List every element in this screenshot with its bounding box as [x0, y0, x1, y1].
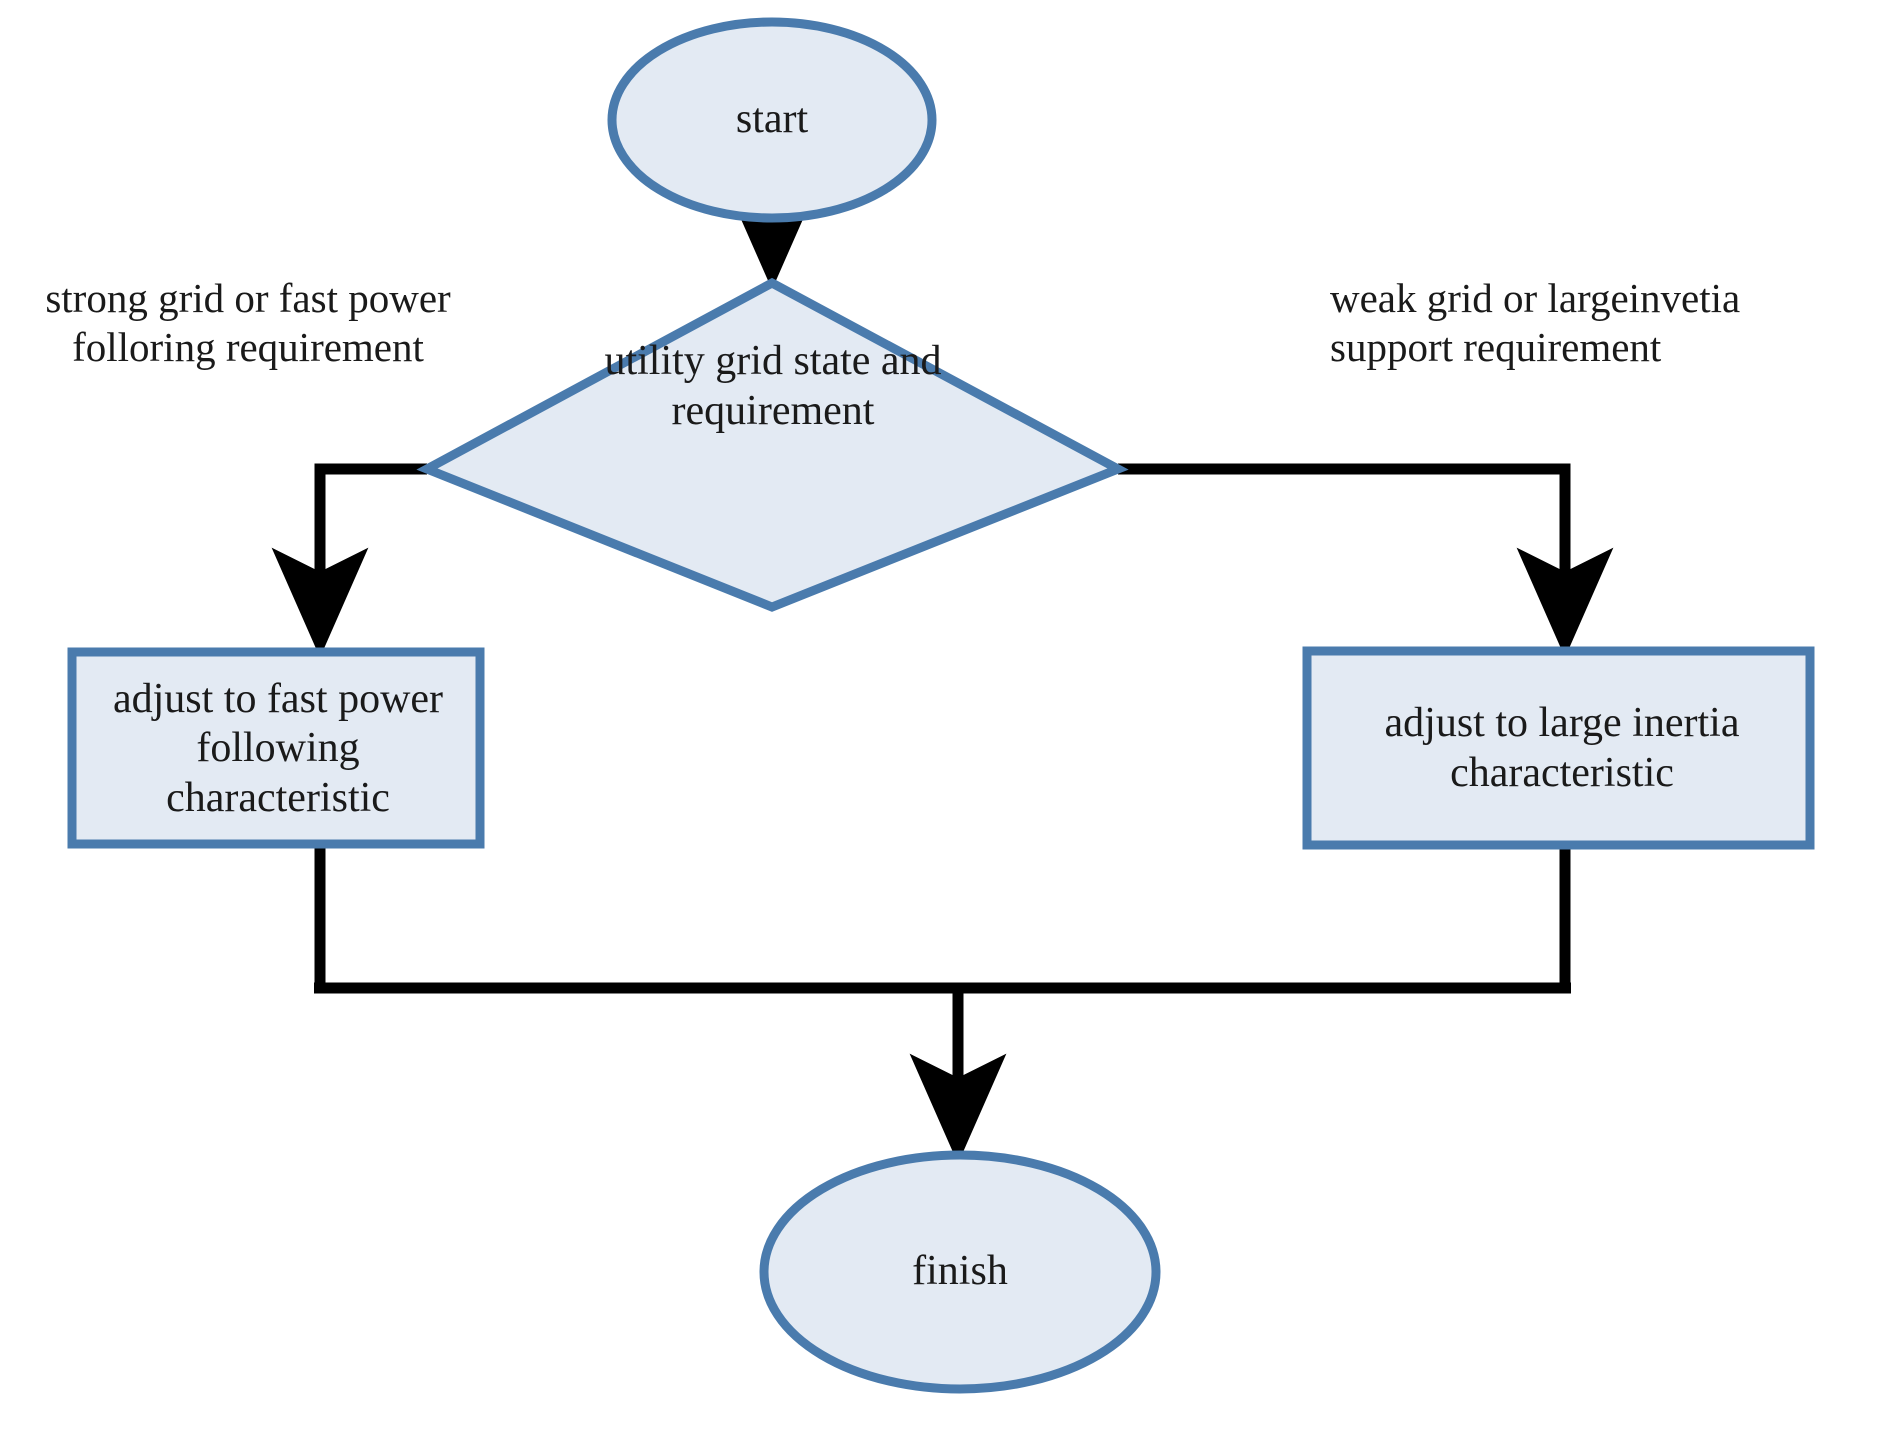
edge-label-strong-grid: strong grid or fast power folloring requ… — [45, 275, 451, 371]
node-left-process[interactable] — [67, 647, 485, 849]
node-finish[interactable] — [759, 1150, 1161, 1394]
edge-decision-to-left-process — [271, 463, 427, 658]
node-start[interactable] — [607, 17, 937, 223]
node-right-process[interactable] — [1302, 646, 1815, 850]
edge-decision-to-right-process — [1118, 463, 1614, 658]
node-decision[interactable] — [416, 277, 1129, 612]
connector-layer — [271, 179, 1614, 1164]
edge-label-weak-grid: weak grid or largeinvetia support requir… — [1330, 275, 1741, 371]
